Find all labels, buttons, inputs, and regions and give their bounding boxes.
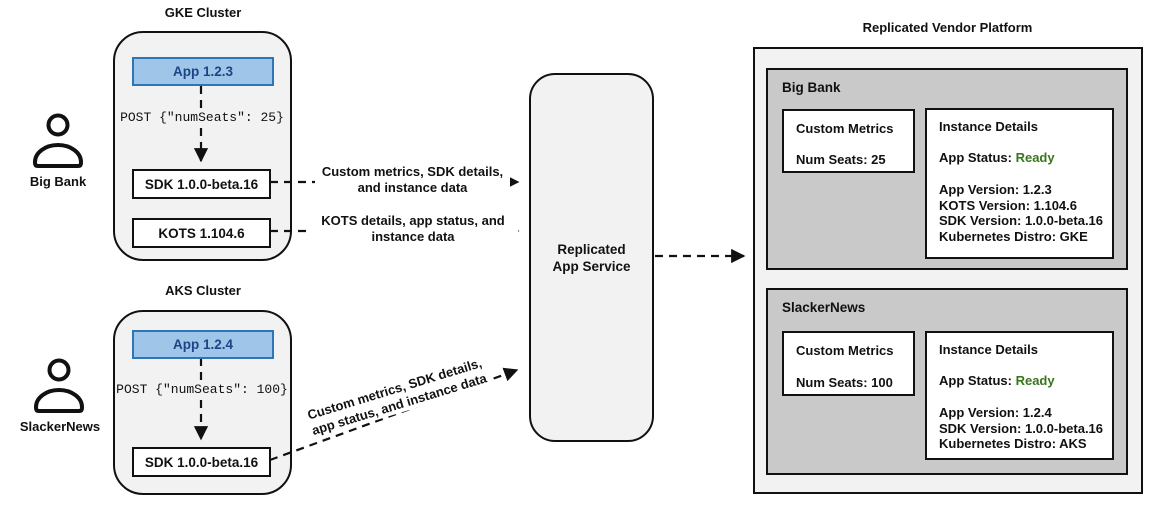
num-seats-value: Num Seats: 25 [796,152,886,167]
aks-sdk-box: SDK 1.0.0-beta.16 [132,447,271,477]
slackernews-user-icon [34,358,84,413]
gke-post-request: POST {"numSeats": 25} [120,109,284,126]
big-bank-custom-metrics-box: Custom Metrics Num Seats: 25 [782,109,915,173]
detail-k8s-distro: Kubernetes Distro: GKE [939,228,1088,244]
big-bank-user-icon [33,113,83,168]
app-status-label: App Status: [939,373,1012,388]
gke-kots-label: KOTS 1.104.6 [158,225,245,241]
instance-details-title: Instance Details [939,342,1038,357]
slackernews-instance-details-box: Instance Details App Status: Ready App V… [925,331,1114,460]
gke-sdk-box: SDK 1.0.0-beta.16 [132,169,271,199]
arrow-label-sdk-metrics: Custom metrics, SDK details, and instanc… [315,164,510,196]
gke-app-box: App 1.2.3 [132,57,274,86]
custom-metrics-title: Custom Metrics [796,121,894,136]
arrow-label-kots-details: KOTS details, app status, and instance d… [308,213,518,245]
detail-sdk-version: SDK Version: 1.0.0-beta.16 [939,213,1104,228]
detail-app-version: App Version: 1.2.3 [939,182,1052,197]
gke-app-label: App 1.2.3 [172,64,234,79]
detail-k8s-distro: Kubernetes Distro: AKS [939,436,1087,451]
slackernews-custom-metrics-box: Custom Metrics Num Seats: 100 [782,331,915,396]
custom-metrics-title: Custom Metrics [796,343,894,358]
aks-app-label: App 1.2.4 [172,337,234,352]
platform-title: Replicated Vendor Platform [862,20,1033,35]
gke-cluster-title: GKE Cluster [164,5,242,20]
replicated-app-service-box: Replicated App Service [529,73,654,442]
big-bank-user-label: Big Bank [29,174,87,189]
gke-sdk-label: SDK 1.0.0-beta.16 [144,176,259,192]
num-seats-value: Num Seats: 100 [796,375,893,390]
gke-kots-box: KOTS 1.104.6 [132,218,271,248]
panel-slackernews-title: SlackerNews [782,300,866,315]
aks-sdk-label: SDK 1.0.0-beta.16 [144,454,259,470]
app-status-line: App Status: Ready [939,373,1055,388]
panel-big-bank-title: Big Bank [782,80,841,95]
detail-kots-version: KOTS Version: 1.104.6 [939,197,1078,213]
aks-app-box: App 1.2.4 [132,330,274,359]
detail-sdk-version: SDK Version: 1.0.0-beta.16 [939,420,1104,436]
aks-post-request: POST {"numSeats": 100} [116,381,288,398]
app-status-line: App Status: Ready [939,150,1055,165]
app-status-value: Ready [1015,373,1055,388]
panel-big-bank: Big Bank Custom Metrics Num Seats: 25 In… [766,68,1128,270]
aks-cluster-title: AKS Cluster [165,283,241,298]
app-status-value: Ready [1015,150,1055,165]
big-bank-instance-details-box: Instance Details App Status: Ready App V… [925,108,1114,259]
instance-details-title: Instance Details [939,119,1038,134]
detail-app-version: App Version: 1.2.4 [939,405,1052,420]
platform-container: Big Bank Custom Metrics Num Seats: 25 In… [753,47,1143,494]
slackernews-user-label: SlackerNews [19,419,101,434]
app-status-label: App Status: [939,150,1012,165]
panel-slackernews: SlackerNews Custom Metrics Num Seats: 10… [766,288,1128,475]
